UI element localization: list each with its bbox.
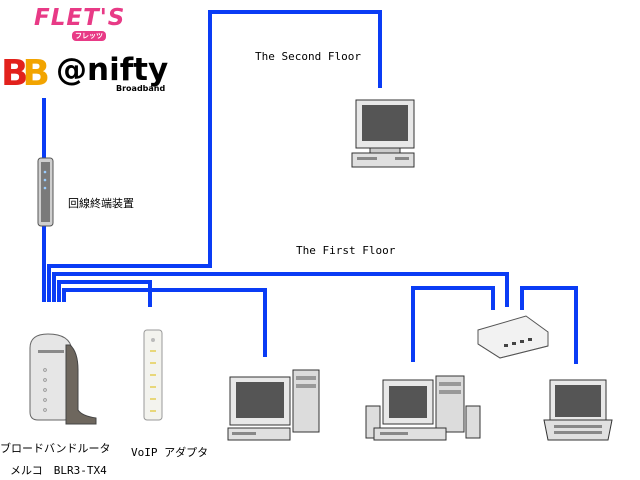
cable-switch-laptop (520, 286, 578, 364)
network-switch (477, 315, 549, 359)
pc-second-floor (351, 99, 415, 168)
router-label-line1: ブロードバンドルータ (0, 442, 111, 455)
network-cables (42, 10, 578, 364)
laptop (543, 379, 613, 441)
second-floor-label: The Second Floor (255, 50, 361, 63)
cable-router-switch (52, 272, 509, 307)
broadband-router (29, 333, 97, 425)
pc-first-floor-1 (227, 369, 320, 441)
onu-label: 回線終端装置 (68, 197, 134, 210)
voip-adapter-label: VoIP アダプタ (131, 446, 209, 459)
nifty-logo: @nifty (56, 52, 169, 88)
onu-device (37, 157, 54, 227)
cable-switch-pc2 (411, 286, 495, 362)
flets-logo: FLET'S (34, 5, 126, 31)
pc-first-floor-2 (365, 375, 481, 441)
first-floor-label: The First Floor (296, 244, 396, 257)
cable-router-voip (57, 280, 152, 307)
cable-second-floor (47, 10, 382, 302)
flets-logo-subtext: フレッツ (72, 31, 106, 41)
voip-adapter (143, 329, 163, 421)
cable-router-pc1 (62, 288, 267, 357)
router-label-line2: メルコ BLR3-TX4 (10, 464, 107, 477)
nifty-logo-subtext: Broadband (116, 84, 166, 93)
